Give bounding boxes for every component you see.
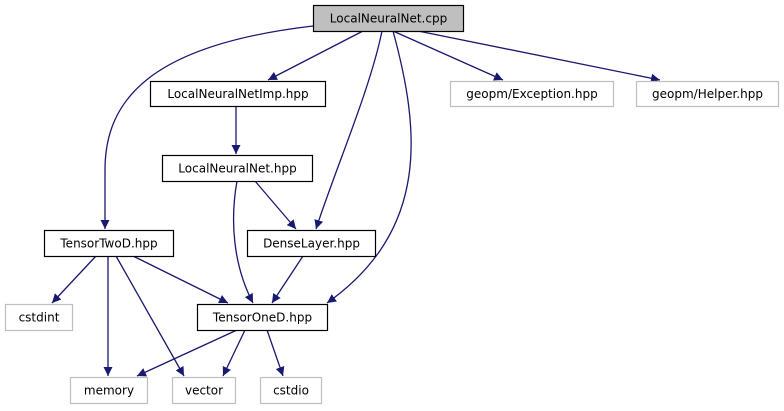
node-box (171, 376, 237, 405)
edge-root-to-imp (267, 30, 364, 81)
node-cstdint: cstdint (4, 303, 74, 332)
node-label: DenseLayer.hpp (263, 237, 360, 251)
node-box (635, 80, 780, 108)
node-box (149, 80, 327, 108)
node-box (246, 229, 377, 258)
node-box (69, 376, 149, 405)
edge-root-to-twod (100, 25, 314, 229)
node-twod[interactable]: TensorTwoD.hpp (43, 229, 175, 258)
node-box (161, 154, 314, 183)
node-box (4, 303, 74, 332)
node-label: vector (185, 384, 223, 398)
node-label: LocalNeuralNet.cpp (330, 12, 447, 26)
node-vector: vector (171, 376, 237, 405)
edge-twod-to-cstdint (51, 255, 97, 304)
edge-root-to-oned (326, 30, 412, 304)
node-box (449, 80, 615, 108)
node-cstdio: cstdio (259, 376, 323, 405)
edge-oned-to-cstdio (266, 329, 285, 377)
node-box (43, 229, 175, 258)
edge-oned-to-vector (222, 329, 246, 377)
edge-twod-to-vector (115, 255, 185, 377)
node-label: memory (84, 384, 134, 398)
node-label: geopm/Exception.hpp (466, 87, 597, 101)
node-exception: geopm/Exception.hpp (449, 80, 615, 108)
node-lnn[interactable]: LocalNeuralNet.hpp (161, 154, 314, 183)
node-root[interactable]: LocalNeuralNet.cpp (312, 4, 465, 33)
node-helper: geopm/Helper.hpp (635, 80, 780, 108)
edge-root-to-exception (392, 30, 504, 81)
node-label: cstdio (273, 384, 309, 398)
node-dense[interactable]: DenseLayer.hpp (246, 229, 377, 258)
edge-root-to-dense (314, 30, 383, 230)
node-oned[interactable]: TensorOneD.hpp (196, 303, 329, 332)
node-memory: memory (69, 376, 149, 405)
edge-dense-to-oned (271, 255, 304, 304)
node-label: LocalNeuralNetImp.hpp (167, 87, 308, 101)
node-box (312, 4, 465, 33)
edge-twod-to-oned (132, 255, 229, 304)
node-label: geopm/Helper.hpp (652, 87, 763, 101)
edge-lnn-to-oned (232, 180, 254, 304)
node-label: TensorTwoD.hpp (59, 237, 157, 251)
node-label: LocalNeuralNet.hpp (178, 162, 296, 176)
node-box (196, 303, 329, 332)
edge-root-to-helper (417, 30, 661, 83)
node-label: cstdint (19, 311, 60, 325)
node-label: TensorOneD.hpp (212, 311, 312, 325)
node-box (259, 376, 323, 405)
edge-lnn-to-dense (254, 180, 297, 230)
node-imp[interactable]: LocalNeuralNetImp.hpp (149, 80, 327, 108)
edge-oned-to-memory (136, 329, 238, 377)
